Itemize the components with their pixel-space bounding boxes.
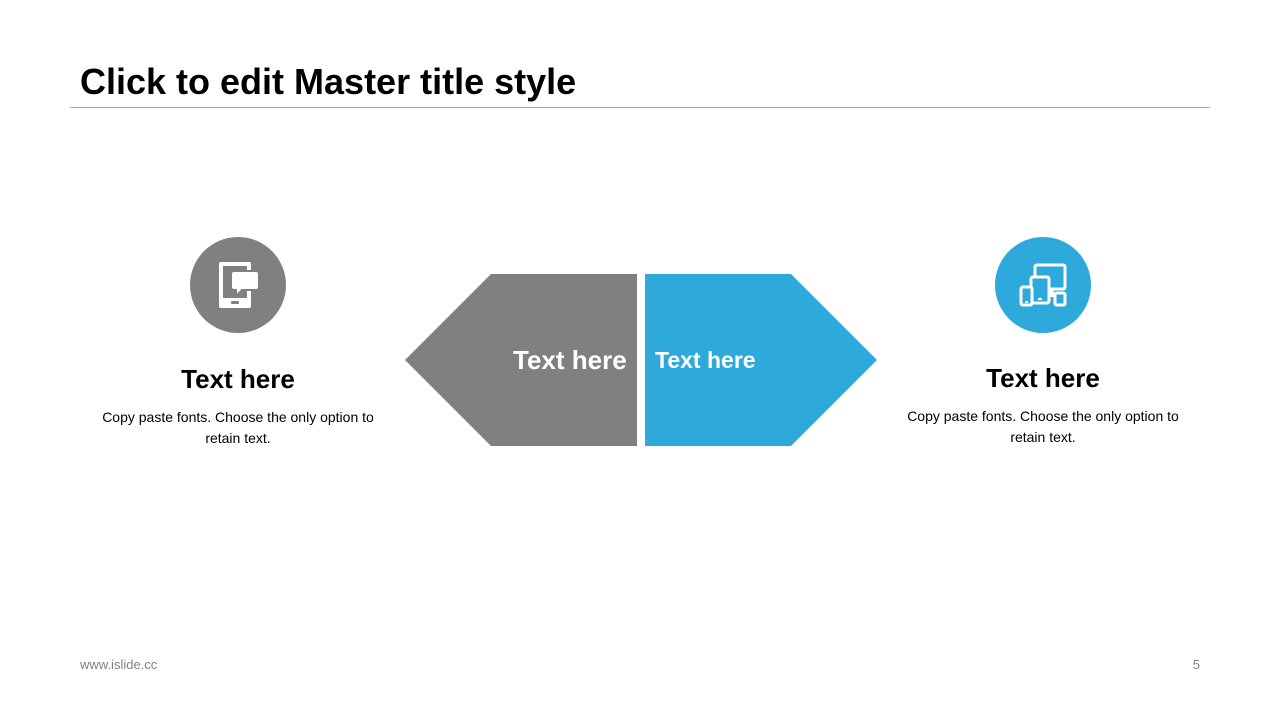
left-item-heading[interactable]: Text here [181, 364, 295, 394]
double-arrow-diagram [405, 274, 877, 446]
right-arrow-label[interactable]: Text here [655, 347, 756, 373]
right-icon-circle [995, 237, 1091, 333]
footer-url[interactable]: www.islide.cc [80, 657, 158, 672]
slide-title[interactable]: Click to edit Master title style [80, 61, 577, 102]
left-icon-circle [190, 237, 286, 333]
left-item-description[interactable]: Copy paste fonts. Choose the only option… [102, 409, 374, 446]
right-arrow-shape[interactable] [645, 274, 877, 446]
multi-device-icon [1019, 263, 1067, 307]
right-item-description[interactable]: Copy paste fonts. Choose the only option… [907, 408, 1179, 445]
tablet-chat-icon [219, 262, 260, 308]
page-number: 5 [1192, 657, 1200, 672]
right-item-heading[interactable]: Text here [986, 363, 1100, 393]
left-arrow-shape[interactable] [405, 274, 637, 446]
left-arrow-label[interactable]: Text here [513, 345, 627, 375]
title-divider [70, 107, 1210, 108]
